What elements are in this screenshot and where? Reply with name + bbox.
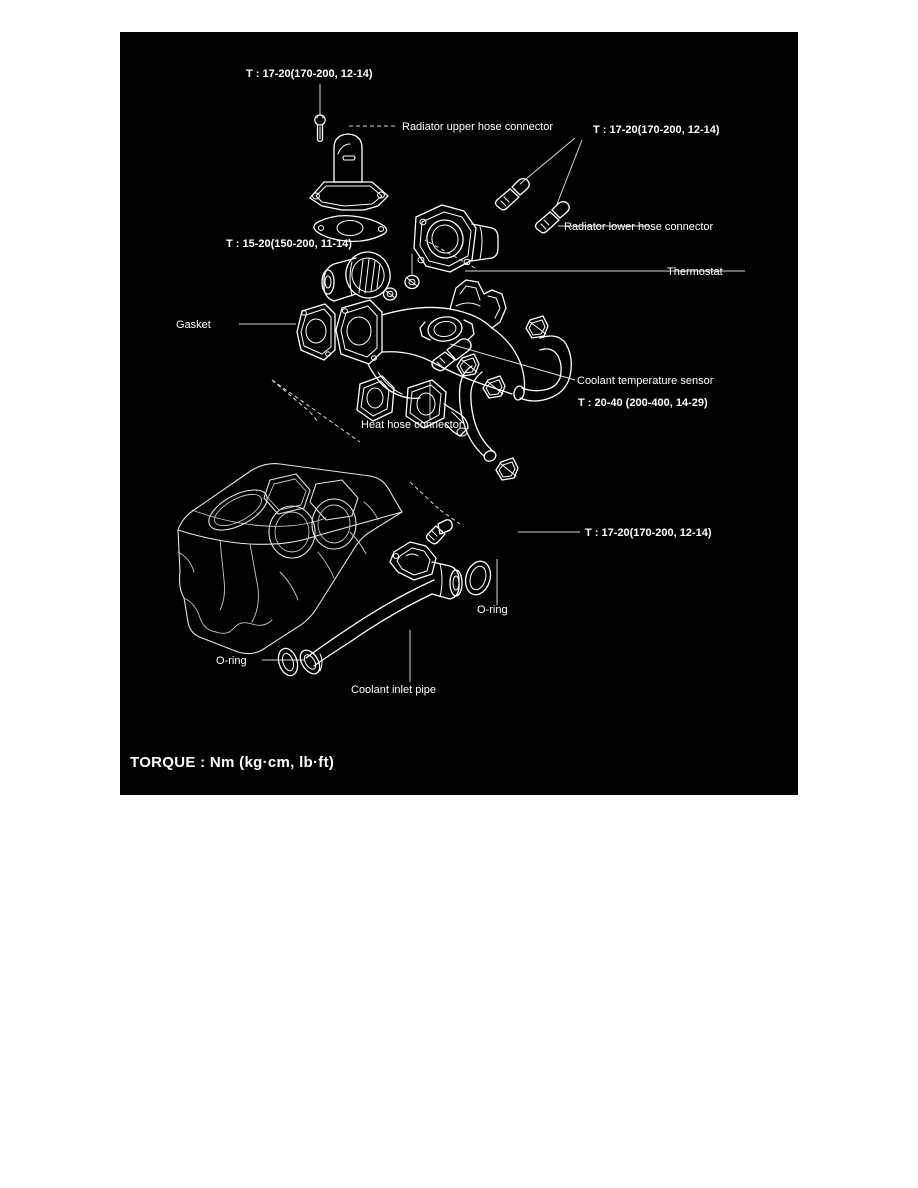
lower-hose-bolts: [494, 178, 570, 234]
engine-block: [177, 463, 403, 655]
label-lower-hose-bolts-torque: T : 17-20(170-200, 12-14): [593, 124, 720, 136]
hose-clamp-1: [525, 315, 549, 339]
leader-lines: [239, 84, 745, 682]
radiator-upper-hose-connector-part: [309, 114, 389, 243]
nut-upper: [404, 274, 420, 290]
label-coolant-temperature-sensor: Coolant temperature sensor: [577, 375, 714, 387]
gasket-part: [296, 303, 336, 361]
upper-hose-bolt: [314, 114, 326, 143]
label-o-ring-left: O-ring: [216, 655, 247, 667]
housing-fasteners: [382, 274, 420, 301]
hose-clamp-3: [456, 353, 480, 377]
heater-hoses: [456, 315, 572, 481]
label-o-ring-right: O-ring: [477, 604, 508, 616]
exploded-view-drawing: T : 17-20(170-200, 12-14) Radiator upper…: [130, 68, 745, 771]
label-inlet-pipe-bolt-torque: T : 17-20(170-200, 12-14): [585, 527, 712, 539]
assembly-guide-lines: [271, 379, 461, 525]
radiator-lower-hose-connector-part: [413, 204, 499, 273]
inlet-pipe-bolt: [425, 519, 453, 545]
label-temperature-sensor-torque: T : 20-40 (200-400, 14-29): [578, 397, 708, 409]
label-radiator-upper-hose-connector: Radiator upper hose connector: [402, 121, 553, 133]
bolt-b: [534, 201, 570, 234]
diagram-panel: T : 17-20(170-200, 12-14) Radiator upper…: [120, 32, 798, 795]
thermostat-part: [321, 251, 391, 302]
label-thermostat: Thermostat: [667, 266, 723, 278]
label-housing-nuts-torque: T : 15-20(150-200, 11-14): [226, 238, 352, 250]
hose-clamp-2: [482, 375, 506, 399]
torque-caption: TORQUE : Nm (kg·cm, lb·ft): [130, 754, 334, 771]
hose-clamp-4: [495, 457, 519, 481]
coolant-inlet-pipe-part: [299, 541, 463, 675]
label-upper-hose-bolt-torque: T : 17-20(170-200, 12-14): [246, 68, 373, 80]
o-ring-left-part: [277, 647, 299, 677]
bolt-a: [494, 178, 530, 211]
washer-lower: [382, 287, 398, 301]
label-heat-hose-connector: Heat hose connector: [361, 419, 463, 431]
label-gasket: Gasket: [176, 319, 211, 331]
o-ring-right-part: [464, 560, 492, 596]
label-radiator-lower-hose-connector: Radiator lower hose connector: [564, 221, 714, 233]
coolant-temperature-sensor-part: [431, 338, 472, 372]
label-coolant-inlet-pipe: Coolant inlet pipe: [351, 684, 436, 696]
